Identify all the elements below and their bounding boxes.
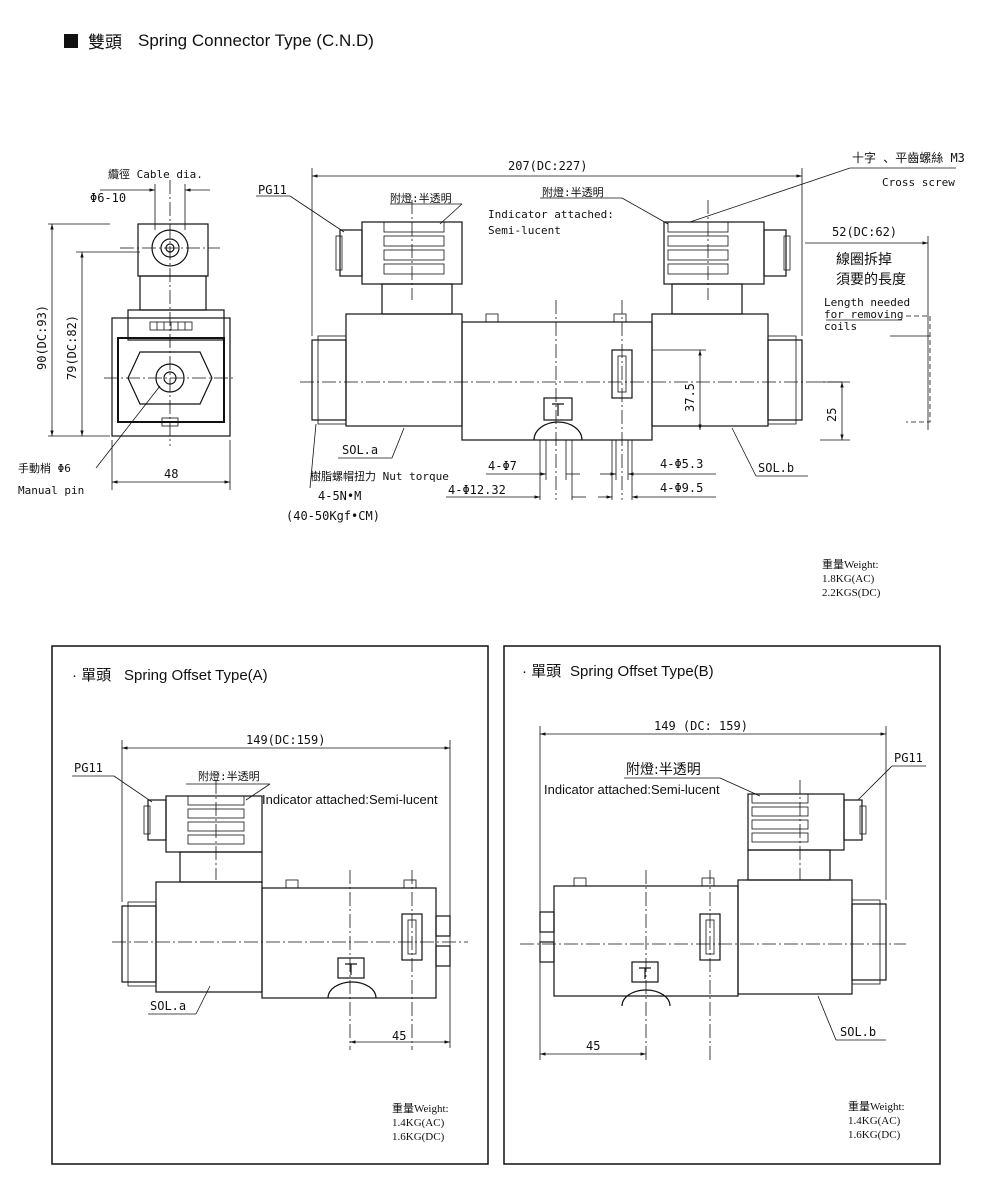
indicator-zh-left: 附燈:半透明: [390, 191, 452, 205]
cable-dia-value: Φ6-10: [90, 191, 126, 205]
panel-b: [503, 645, 941, 1165]
side-view: [48, 180, 236, 490]
panel-b-title-en: Spring Offset Type(B): [570, 663, 714, 680]
torque-value-2: (40-50Kgf•CM): [286, 509, 380, 523]
panel-a-indicator-en: Indicator attached:Semi-lucent: [262, 792, 438, 807]
indicator-zh-right: 附燈:半透明: [542, 185, 604, 199]
weight-dc: 2.2KGS(DC): [822, 587, 881, 599]
left-coil-fins: [383, 221, 445, 275]
dim-25: 25: [825, 408, 839, 422]
front-view: [256, 167, 956, 500]
panel-b-indicator-zh: 附燈:半透明: [626, 762, 701, 778]
title-zh: 雙頭: [88, 33, 122, 53]
panel-b-weight-dc: 1.6KG(DC): [848, 1129, 901, 1141]
coil-en-3: coils: [824, 320, 857, 333]
dim-207: 207(DC:227): [508, 159, 587, 173]
pg11-label: PG11: [258, 183, 287, 197]
dim-37-5: 37.5: [683, 383, 697, 412]
dim-52: 52(DC:62): [832, 225, 897, 239]
panel-a-title-zh: · 單頭: [72, 667, 111, 684]
manual-pin-zh: 手動梢 Φ6: [18, 461, 71, 475]
nut-torque-label: 樹脂螺帽扭力 Nut torque: [310, 469, 449, 483]
panel-b-weight-ac: 1.4KG(AC): [848, 1115, 901, 1127]
panel-b-dim-45: 45: [586, 1039, 600, 1053]
panel-a-weight-label: 重量Weight:: [392, 1101, 449, 1115]
panel-b-indicator-en: Indicator attached:Semi-lucent: [544, 782, 720, 797]
indicator-en-2: Semi-lucent: [488, 224, 561, 237]
dim-48: 48: [164, 467, 178, 481]
coil-en-1: Length needed: [824, 296, 910, 309]
weight-label: 重量Weight:: [822, 557, 879, 571]
panel-a-indicator-zh: 附燈:半透明: [198, 769, 260, 783]
panel-b-pg11: PG11: [894, 751, 923, 765]
cross-screw-en: Cross screw: [882, 176, 955, 189]
panel-a-dim-149: 149(DC:159): [246, 733, 325, 747]
right-coil-fins: [667, 221, 729, 275]
title-en: Spring Connector Type (C.N.D): [138, 30, 374, 50]
panel-a-pg11: PG11: [74, 761, 103, 775]
panel-b-dim-149: 149 (DC: 159): [654, 719, 748, 733]
hole-7-label: 4-Φ7: [488, 459, 517, 473]
sol-a-label: SOL.a: [342, 443, 378, 457]
panel-a-dim-45: 45: [392, 1029, 406, 1043]
panel-a: [51, 645, 489, 1165]
torque-value-1: 4-5N•M: [318, 489, 361, 503]
square-bullet-icon: [64, 33, 78, 48]
hole-5-3-label: 4-Φ5.3: [660, 457, 703, 471]
cross-screw-zh: 十字 、平齒螺絲 M3: [852, 150, 965, 165]
coil-zh-1: 線圈拆掉: [836, 252, 892, 268]
panel-a-weight-dc: 1.6KG(DC): [392, 1131, 445, 1143]
dim-79: 79(DC:82): [65, 315, 79, 380]
panel-a-weight-ac: 1.4KG(AC): [392, 1117, 445, 1129]
hole-12-32-label: 4-Φ12.32: [448, 483, 506, 497]
panel-b-title-zh: · 單頭: [522, 663, 561, 680]
page-title: 雙頭 Spring Connector Type (C.N.D): [64, 28, 374, 53]
coil-en-2: for removing: [824, 308, 903, 321]
cable-dia-label: 纜徑 Cable dia.: [108, 167, 203, 181]
manual-pin-en: Manual pin: [18, 484, 84, 497]
panel-b-sol: SOL.b: [840, 1025, 876, 1039]
sol-b-label: SOL.b: [758, 461, 794, 475]
indicator-en-1: Indicator attached:: [488, 208, 614, 221]
weight-ac: 1.8KG(AC): [822, 573, 875, 585]
panel-a-sol: SOL.a: [150, 999, 186, 1013]
hole-9-5-label: 4-Φ9.5: [660, 481, 703, 495]
panel-b-weight-label: 重量Weight:: [848, 1099, 905, 1113]
dim-90: 90(DC:93): [35, 305, 49, 370]
panel-a-title-en: Spring Offset Type(A): [124, 667, 268, 684]
coil-zh-2: 須要的長度: [836, 272, 906, 288]
